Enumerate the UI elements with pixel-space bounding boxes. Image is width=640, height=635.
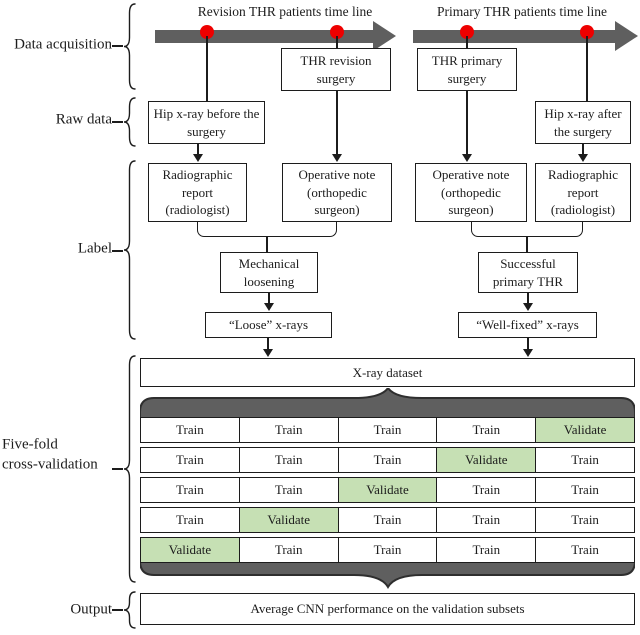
curly-brace-label bbox=[123, 160, 136, 340]
cv-cell-train: Train bbox=[337, 448, 437, 472]
five-fold-line1: Five-fold bbox=[2, 436, 58, 453]
curly-brace-five-fold bbox=[123, 355, 136, 583]
connector-line bbox=[336, 36, 338, 49]
cv-cell-train: Train bbox=[141, 508, 239, 532]
cv-cell-validate: Validate bbox=[436, 448, 536, 472]
curly-brace-raw-data bbox=[123, 97, 136, 147]
arrowhead-icon bbox=[263, 349, 273, 357]
section-label-raw-data: Raw data bbox=[55, 111, 112, 128]
cv-cell-train: Train bbox=[535, 538, 634, 562]
box-mechanical-loosening: Mechanical loosening bbox=[220, 252, 318, 293]
merge-bracket-left bbox=[197, 222, 337, 237]
section-label-label: Label bbox=[77, 240, 112, 257]
connector-line bbox=[527, 338, 529, 350]
box-successful-primary-thr: Successful primary THR bbox=[478, 252, 578, 293]
timeline-title-primary: Primary THR patients time line bbox=[437, 4, 607, 19]
connector-line bbox=[336, 91, 338, 155]
timeline-title-revision: Revision THR patients time line bbox=[197, 4, 373, 19]
cv-cell-train: Train bbox=[535, 508, 634, 532]
cv-cell-train: Train bbox=[337, 508, 437, 532]
arrowhead-icon bbox=[193, 154, 203, 162]
connector-line bbox=[466, 91, 468, 155]
cv-cell-train: Train bbox=[337, 538, 437, 562]
fold-band-bottom bbox=[140, 560, 635, 589]
box-hip-xray-after: Hip x-ray after the surgery bbox=[535, 101, 631, 144]
arrowhead-icon bbox=[523, 349, 533, 357]
box-thr-primary-surgery: THR primary surgery bbox=[417, 48, 517, 91]
section-label-five-fold: Five-fold cross-validation bbox=[2, 436, 98, 475]
connector-line bbox=[582, 144, 584, 155]
cv-cell-train: Train bbox=[436, 478, 536, 502]
event-marker-dot bbox=[580, 25, 594, 39]
box-loose-xrays: “Loose” x-rays bbox=[205, 312, 332, 338]
cv-cell-validate: Validate bbox=[337, 478, 437, 502]
connector-line bbox=[266, 237, 268, 252]
event-marker-dot bbox=[460, 25, 474, 39]
brace-tick bbox=[112, 609, 123, 611]
curly-brace-output bbox=[123, 591, 136, 629]
connector-line bbox=[586, 36, 588, 102]
cv-cell-train: Train bbox=[436, 418, 536, 442]
cv-cell-validate: Validate bbox=[141, 538, 239, 562]
box-operative-note-right: Operative note (orthopedic surgeon) bbox=[415, 163, 527, 222]
cv-cell-train: Train bbox=[238, 418, 338, 442]
box-hip-xray-before: Hip x-ray before the surgery bbox=[148, 101, 265, 144]
cv-cell-train: Train bbox=[535, 478, 634, 502]
connector-line bbox=[267, 338, 269, 350]
connector-line bbox=[526, 237, 528, 252]
connector-line bbox=[268, 293, 270, 304]
curly-brace-data-acquisition bbox=[123, 3, 136, 90]
box-operative-note-left: Operative note (orthopedic surgeon) bbox=[282, 163, 392, 222]
cv-cell-train: Train bbox=[238, 478, 338, 502]
brace-tick bbox=[112, 45, 123, 47]
box-well-fixed-xrays: “Well-fixed” x-rays bbox=[458, 312, 597, 338]
cv-cell-train: Train bbox=[141, 418, 239, 442]
cv-cell-validate: Validate bbox=[535, 418, 634, 442]
brace-tick bbox=[112, 121, 123, 123]
cv-cell-validate: Validate bbox=[238, 508, 338, 532]
cv-cell-train: Train bbox=[535, 448, 634, 472]
cv-cell-train: Train bbox=[238, 538, 338, 562]
connector-line bbox=[197, 144, 199, 155]
cv-cell-train: Train bbox=[337, 418, 437, 442]
box-radiographic-report-left: Radiographic report (radiologist) bbox=[148, 163, 247, 222]
cv-cell-train: Train bbox=[436, 508, 536, 532]
box-radiographic-report-right: Radiographic report (radiologist) bbox=[535, 163, 631, 222]
connector-line bbox=[466, 36, 468, 49]
cv-cell-train: Train bbox=[141, 448, 239, 472]
box-xray-dataset: X-ray dataset bbox=[140, 358, 635, 387]
box-thr-revision-surgery: THR revision surgery bbox=[281, 48, 391, 91]
arrowhead-icon bbox=[332, 154, 342, 162]
cv-cell-train: Train bbox=[238, 448, 338, 472]
merge-bracket-right bbox=[471, 222, 583, 237]
timeline-arrow-head-icon bbox=[615, 21, 638, 51]
five-fold-line2: cross-validation bbox=[2, 456, 98, 472]
box-output: Average CNN performance on the validatio… bbox=[140, 593, 635, 625]
cv-cell-train: Train bbox=[436, 538, 536, 562]
event-marker-dot bbox=[200, 25, 214, 39]
arrowhead-icon bbox=[578, 154, 588, 162]
section-label-output: Output bbox=[70, 601, 112, 618]
arrowhead-icon bbox=[523, 303, 533, 311]
cv-cell-train: Train bbox=[141, 478, 239, 502]
brace-tick bbox=[112, 468, 123, 470]
brace-tick bbox=[112, 250, 123, 252]
connector-line bbox=[206, 36, 208, 102]
arrowhead-icon bbox=[264, 303, 274, 311]
event-marker-dot bbox=[330, 25, 344, 39]
fold-band-top bbox=[140, 388, 635, 420]
timeline-arrow-head-icon bbox=[373, 21, 396, 51]
arrowhead-icon bbox=[462, 154, 472, 162]
section-label-data-acquisition: Data acquisition bbox=[14, 36, 112, 53]
connector-line bbox=[527, 293, 529, 304]
